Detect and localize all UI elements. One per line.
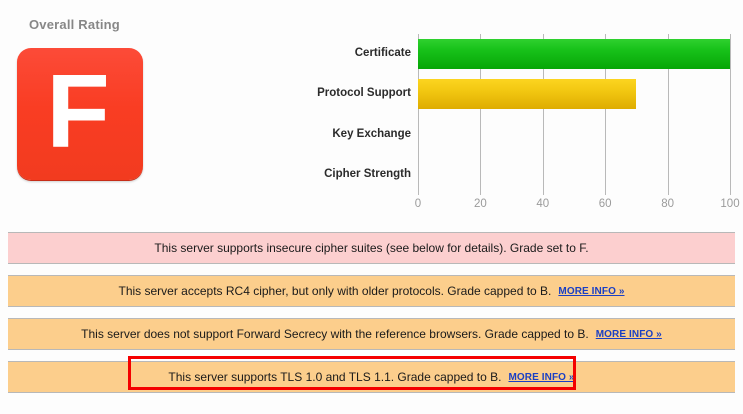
message-text: This server supports insecure cipher sui…	[154, 241, 589, 255]
chart-bar	[418, 39, 730, 70]
chart-gridline	[730, 34, 731, 195]
chart-x-tick-label: 60	[598, 198, 612, 210]
message-row: This server supports insecure cipher sui…	[8, 232, 735, 264]
grade-badge: F	[17, 48, 143, 180]
more-info-link[interactable]: MORE INFO »	[558, 285, 625, 297]
chart-gridline	[418, 34, 419, 195]
chart-x-tick-label: 80	[661, 198, 674, 210]
chart-x-tick-label: 100	[720, 198, 740, 210]
message-text: This server does not support Forward Sec…	[81, 327, 589, 341]
chart-gridline	[542, 34, 544, 195]
message-text: This server accepts RC4 cipher, but only…	[118, 284, 552, 298]
chart-category-label: Certificate	[354, 47, 411, 60]
chart-category-label: Cipher Strength	[324, 167, 411, 180]
chart-gridline	[605, 34, 607, 195]
message-text: This server supports TLS 1.0 and TLS 1.1…	[168, 370, 502, 384]
more-info-link[interactable]: MORE INFO »	[595, 328, 662, 340]
chart-category-label: Key Exchange	[332, 127, 411, 140]
grade-letter: F	[46, 54, 110, 170]
message-row: This server does not support Forward Sec…	[8, 318, 735, 350]
message-row: This server accepts RC4 cipher, but only…	[8, 275, 735, 307]
chart-plot-area	[418, 34, 731, 195]
page-title: Overall Rating	[29, 17, 120, 32]
message-row: This server supports TLS 1.0 and TLS 1.1…	[8, 356, 735, 393]
chart-gridline	[667, 34, 669, 195]
chart-x-tick-label: 20	[473, 198, 487, 210]
chart-category-label: Protocol Support	[317, 87, 411, 100]
chart-bar	[418, 79, 637, 110]
message-list: This server supports insecure cipher sui…	[0, 232, 743, 404]
chart-x-tick-label: 0	[414, 198, 422, 210]
overall-rating-panel: Overall Rating F	[0, 0, 410, 232]
more-info-link[interactable]: MORE INFO »	[508, 371, 575, 383]
chart-gridline	[480, 34, 482, 195]
chart-x-tick-label: 40	[536, 198, 550, 210]
